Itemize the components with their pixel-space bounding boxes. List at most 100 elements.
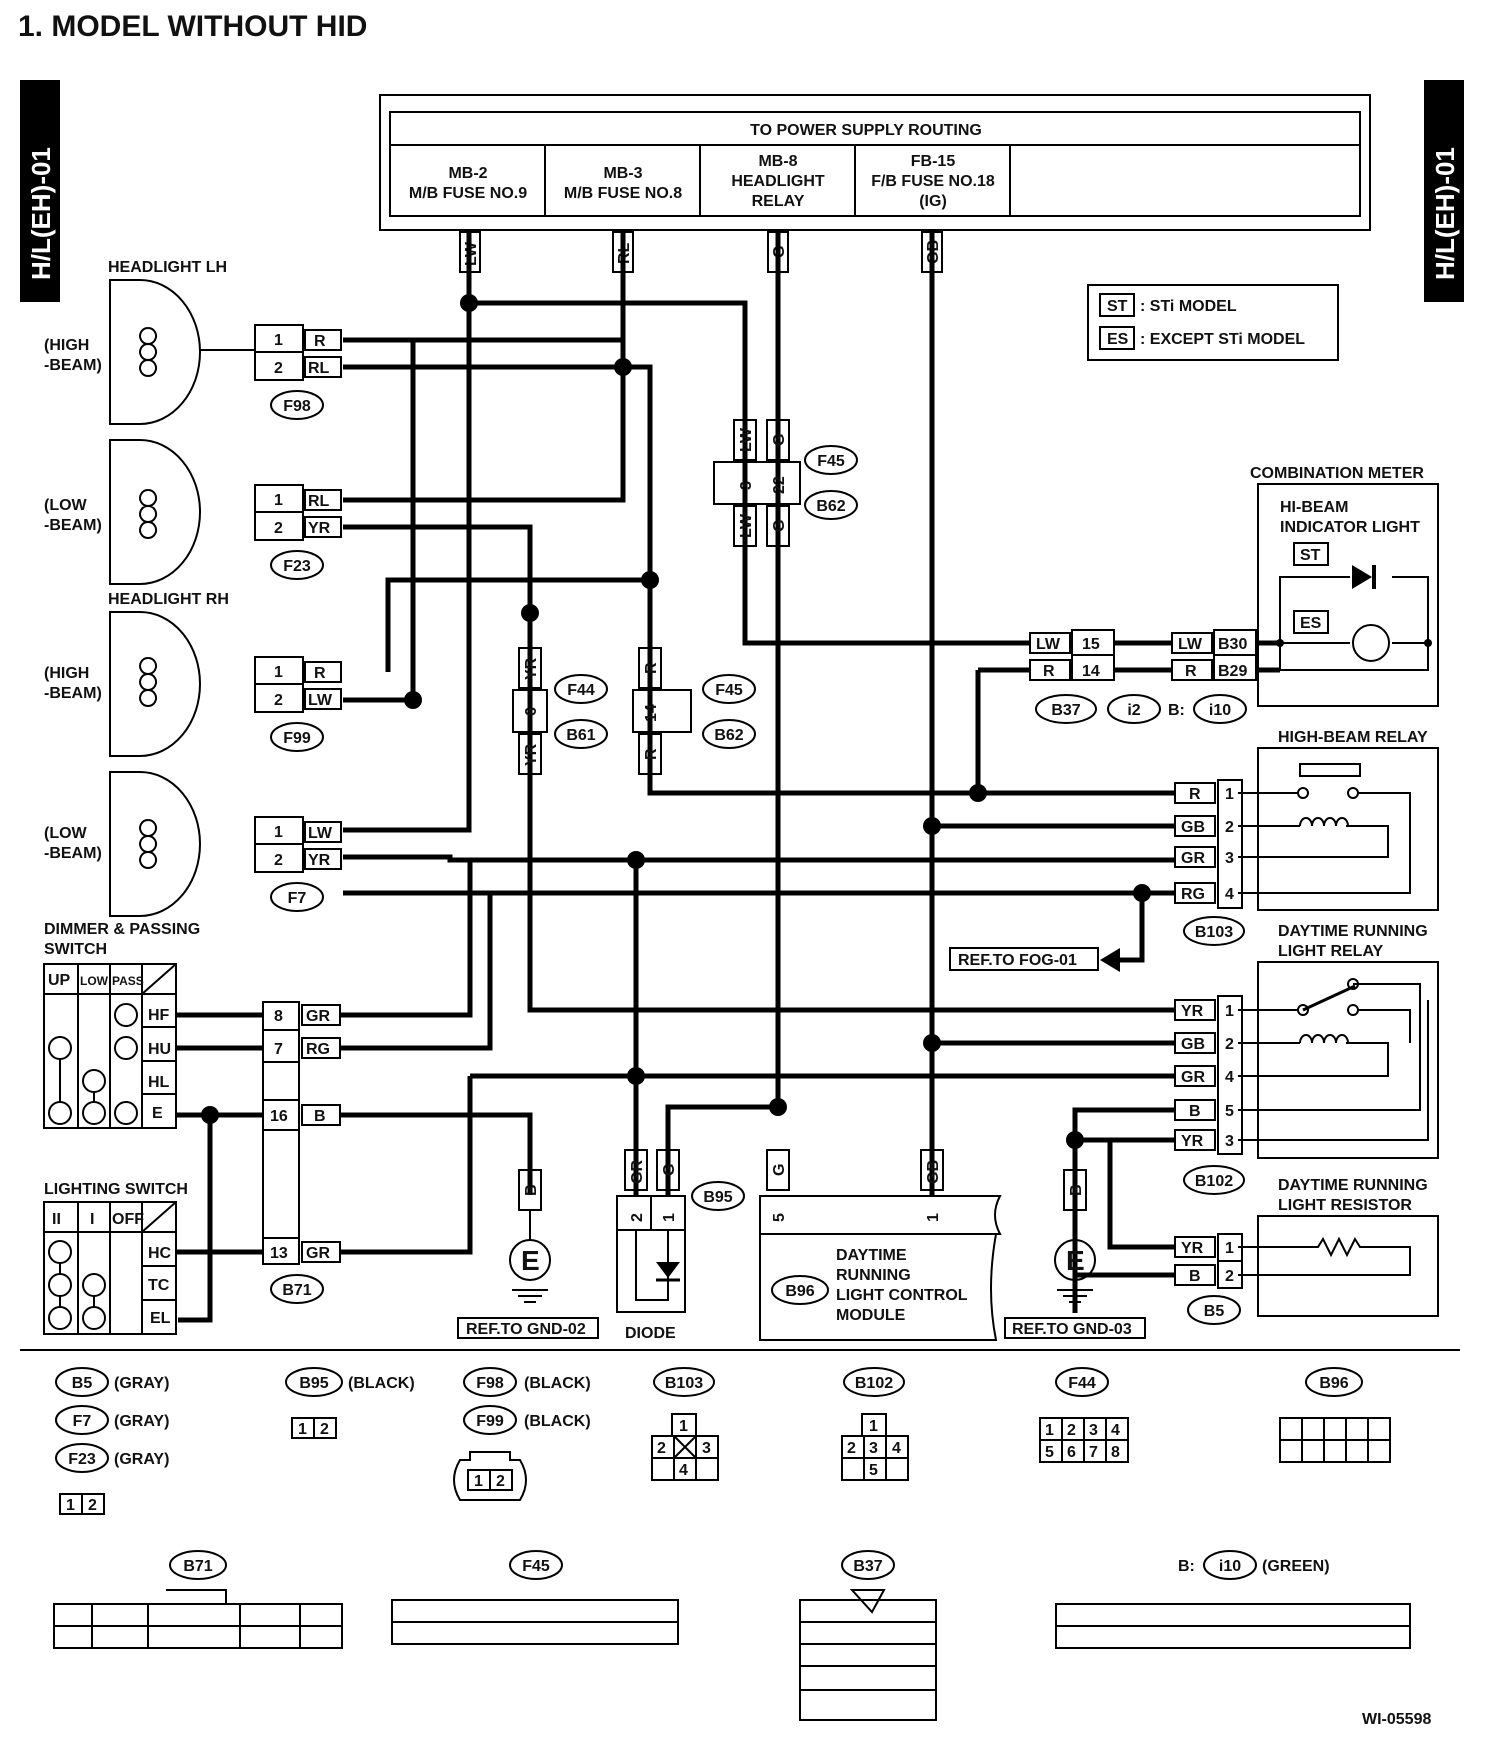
svg-text:LW: LW	[738, 427, 755, 452]
svg-text:(IG): (IG)	[919, 193, 947, 210]
svg-text:B30: B30	[1218, 636, 1247, 653]
headlight-rh-low: (LOW -BEAM)	[44, 771, 201, 917]
svg-text:GB: GB	[1181, 819, 1205, 836]
svg-text:LW: LW	[308, 692, 333, 709]
svg-text:3: 3	[1225, 1133, 1234, 1150]
svg-text:UP: UP	[48, 972, 71, 989]
svg-text:2: 2	[629, 1213, 646, 1222]
svg-text:1: 1	[869, 1418, 878, 1435]
svg-text:1: 1	[661, 1213, 678, 1222]
svg-text:F98: F98	[283, 398, 311, 415]
svg-text:B103: B103	[665, 1375, 703, 1392]
svg-text:16: 16	[270, 1108, 288, 1125]
svg-text:B5: B5	[1204, 1303, 1225, 1320]
headlight-lh-low: (LOW -BEAM)	[44, 439, 201, 585]
svg-text:(BLACK): (BLACK)	[524, 1413, 591, 1430]
connector-b71: 8 7 16 13 GR RG B GR B71	[262, 1001, 341, 1304]
svg-text:ST: ST	[1107, 298, 1128, 315]
drl-resistor: DAYTIME RUNNING LIGHT RESISTOR YR B 1 2 …	[1174, 1177, 1439, 1325]
svg-text:F7: F7	[73, 1413, 92, 1430]
combination-meter: COMBINATION METER HI-BEAM INDICATOR LIGH…	[1250, 465, 1439, 707]
svg-text:E: E	[152, 1105, 163, 1122]
diode-b95: GR G 2 1 DIODE B95	[616, 1149, 745, 1342]
svg-text:4: 4	[1225, 886, 1234, 903]
connector-f23: 1 2 RL YR F23	[254, 484, 342, 580]
svg-text:RG: RG	[306, 1041, 330, 1058]
svg-text:3: 3	[869, 1440, 878, 1457]
svg-text:B95: B95	[703, 1189, 732, 1206]
svg-text:B103: B103	[1195, 924, 1233, 941]
svg-text:LIGHT RELAY: LIGHT RELAY	[1278, 943, 1384, 960]
svg-text:(GRAY): (GRAY)	[114, 1413, 169, 1430]
svg-text:R: R	[1043, 663, 1055, 680]
svg-text:2: 2	[847, 1440, 856, 1457]
svg-text:GB: GB	[925, 1160, 942, 1184]
svg-text:B95: B95	[299, 1375, 328, 1392]
svg-text:LOW: LOW	[80, 974, 109, 988]
svg-text:F98: F98	[476, 1375, 504, 1392]
connector-f45-b62-upper: LW G 3 22 LW G F45 B62	[713, 419, 858, 547]
svg-text:2: 2	[1225, 819, 1234, 836]
junction-dots	[201, 294, 1151, 1149]
svg-text:B62: B62	[714, 727, 743, 744]
svg-text:HIGH-BEAM RELAY: HIGH-BEAM RELAY	[1278, 729, 1428, 746]
svg-text:OFF: OFF	[112, 1211, 144, 1228]
svg-text:HL: HL	[148, 1074, 170, 1091]
svg-text:F7: F7	[288, 890, 307, 907]
svg-text:(GREEN): (GREEN)	[1262, 1558, 1330, 1575]
connector-f7: 1 2 LW YR F7	[254, 816, 342, 912]
ground-gnd-03: B E REF.TO GND-03	[1004, 1140, 1146, 1339]
svg-text:B: B	[523, 1184, 540, 1196]
svg-text:5: 5	[771, 1213, 788, 1222]
svg-text:B: B	[1189, 1103, 1201, 1120]
svg-text:1: 1	[1225, 1240, 1234, 1257]
svg-text:F45: F45	[522, 1558, 550, 1575]
svg-text:GR: GR	[1181, 850, 1205, 867]
svg-text:MODULE: MODULE	[836, 1307, 906, 1324]
ref-fog-01[interactable]: REF.TO FOG-01	[949, 947, 1142, 972]
dimmer-passing-switch: DIMMER & PASSING SWITCH UP LOW PASS HF H…	[43, 921, 228, 1129]
connector-b37-i10: LW 15 14 R LW B30 B29 R B37 i2 B: i10	[1029, 629, 1280, 724]
svg-text:2: 2	[88, 1497, 97, 1514]
power-supply-box: TO POWER SUPPLY ROUTING MB-2 M/B FUSE NO…	[379, 94, 1371, 231]
svg-text:R: R	[1185, 663, 1197, 680]
svg-text:F44: F44	[567, 682, 595, 699]
svg-text:2: 2	[1225, 1036, 1234, 1053]
svg-text:3: 3	[702, 1440, 711, 1457]
svg-text:E: E	[521, 1245, 540, 1276]
svg-text:HEADLIGHT: HEADLIGHT	[731, 173, 825, 190]
svg-text:YR: YR	[523, 657, 540, 680]
svg-text:5: 5	[869, 1462, 878, 1479]
svg-text:YR: YR	[1181, 1003, 1204, 1020]
svg-text:2: 2	[1067, 1422, 1076, 1439]
svg-text:B37: B37	[853, 1558, 882, 1575]
svg-text:GR: GR	[1181, 1069, 1205, 1086]
svg-text:HU: HU	[148, 1041, 171, 1058]
svg-text:YR: YR	[523, 743, 540, 766]
svg-text:3: 3	[738, 481, 755, 490]
svg-text:(HIGH: (HIGH	[44, 665, 89, 682]
svg-text:B: B	[1068, 1184, 1085, 1196]
svg-text:1: 1	[1225, 786, 1234, 803]
svg-text:-BEAM): -BEAM)	[44, 685, 102, 702]
svg-text:7: 7	[274, 1041, 283, 1058]
svg-text:DIODE: DIODE	[625, 1325, 676, 1342]
svg-text:H/L(EH)-01: H/L(EH)-01	[26, 147, 56, 280]
svg-text:G: G	[771, 434, 788, 446]
svg-text:F45: F45	[817, 453, 845, 470]
svg-text:YR: YR	[1181, 1133, 1204, 1150]
svg-text:FB-15: FB-15	[911, 153, 956, 170]
svg-text:SWITCH: SWITCH	[44, 941, 107, 958]
svg-text:6: 6	[523, 707, 540, 716]
svg-text:(LOW: (LOW	[44, 825, 88, 842]
svg-text:2: 2	[274, 520, 283, 537]
svg-text:DAYTIME RUNNING: DAYTIME RUNNING	[1278, 923, 1428, 940]
svg-text:RG: RG	[1181, 886, 1205, 903]
svg-text:LW: LW	[1036, 636, 1061, 653]
side-tab-left: H/L(EH)-01	[20, 80, 60, 302]
svg-text:F23: F23	[283, 558, 311, 575]
svg-text:R: R	[643, 748, 660, 760]
svg-text:COMBINATION METER: COMBINATION METER	[1250, 465, 1424, 482]
svg-text:2: 2	[274, 360, 283, 377]
svg-text:6: 6	[1067, 1444, 1076, 1461]
